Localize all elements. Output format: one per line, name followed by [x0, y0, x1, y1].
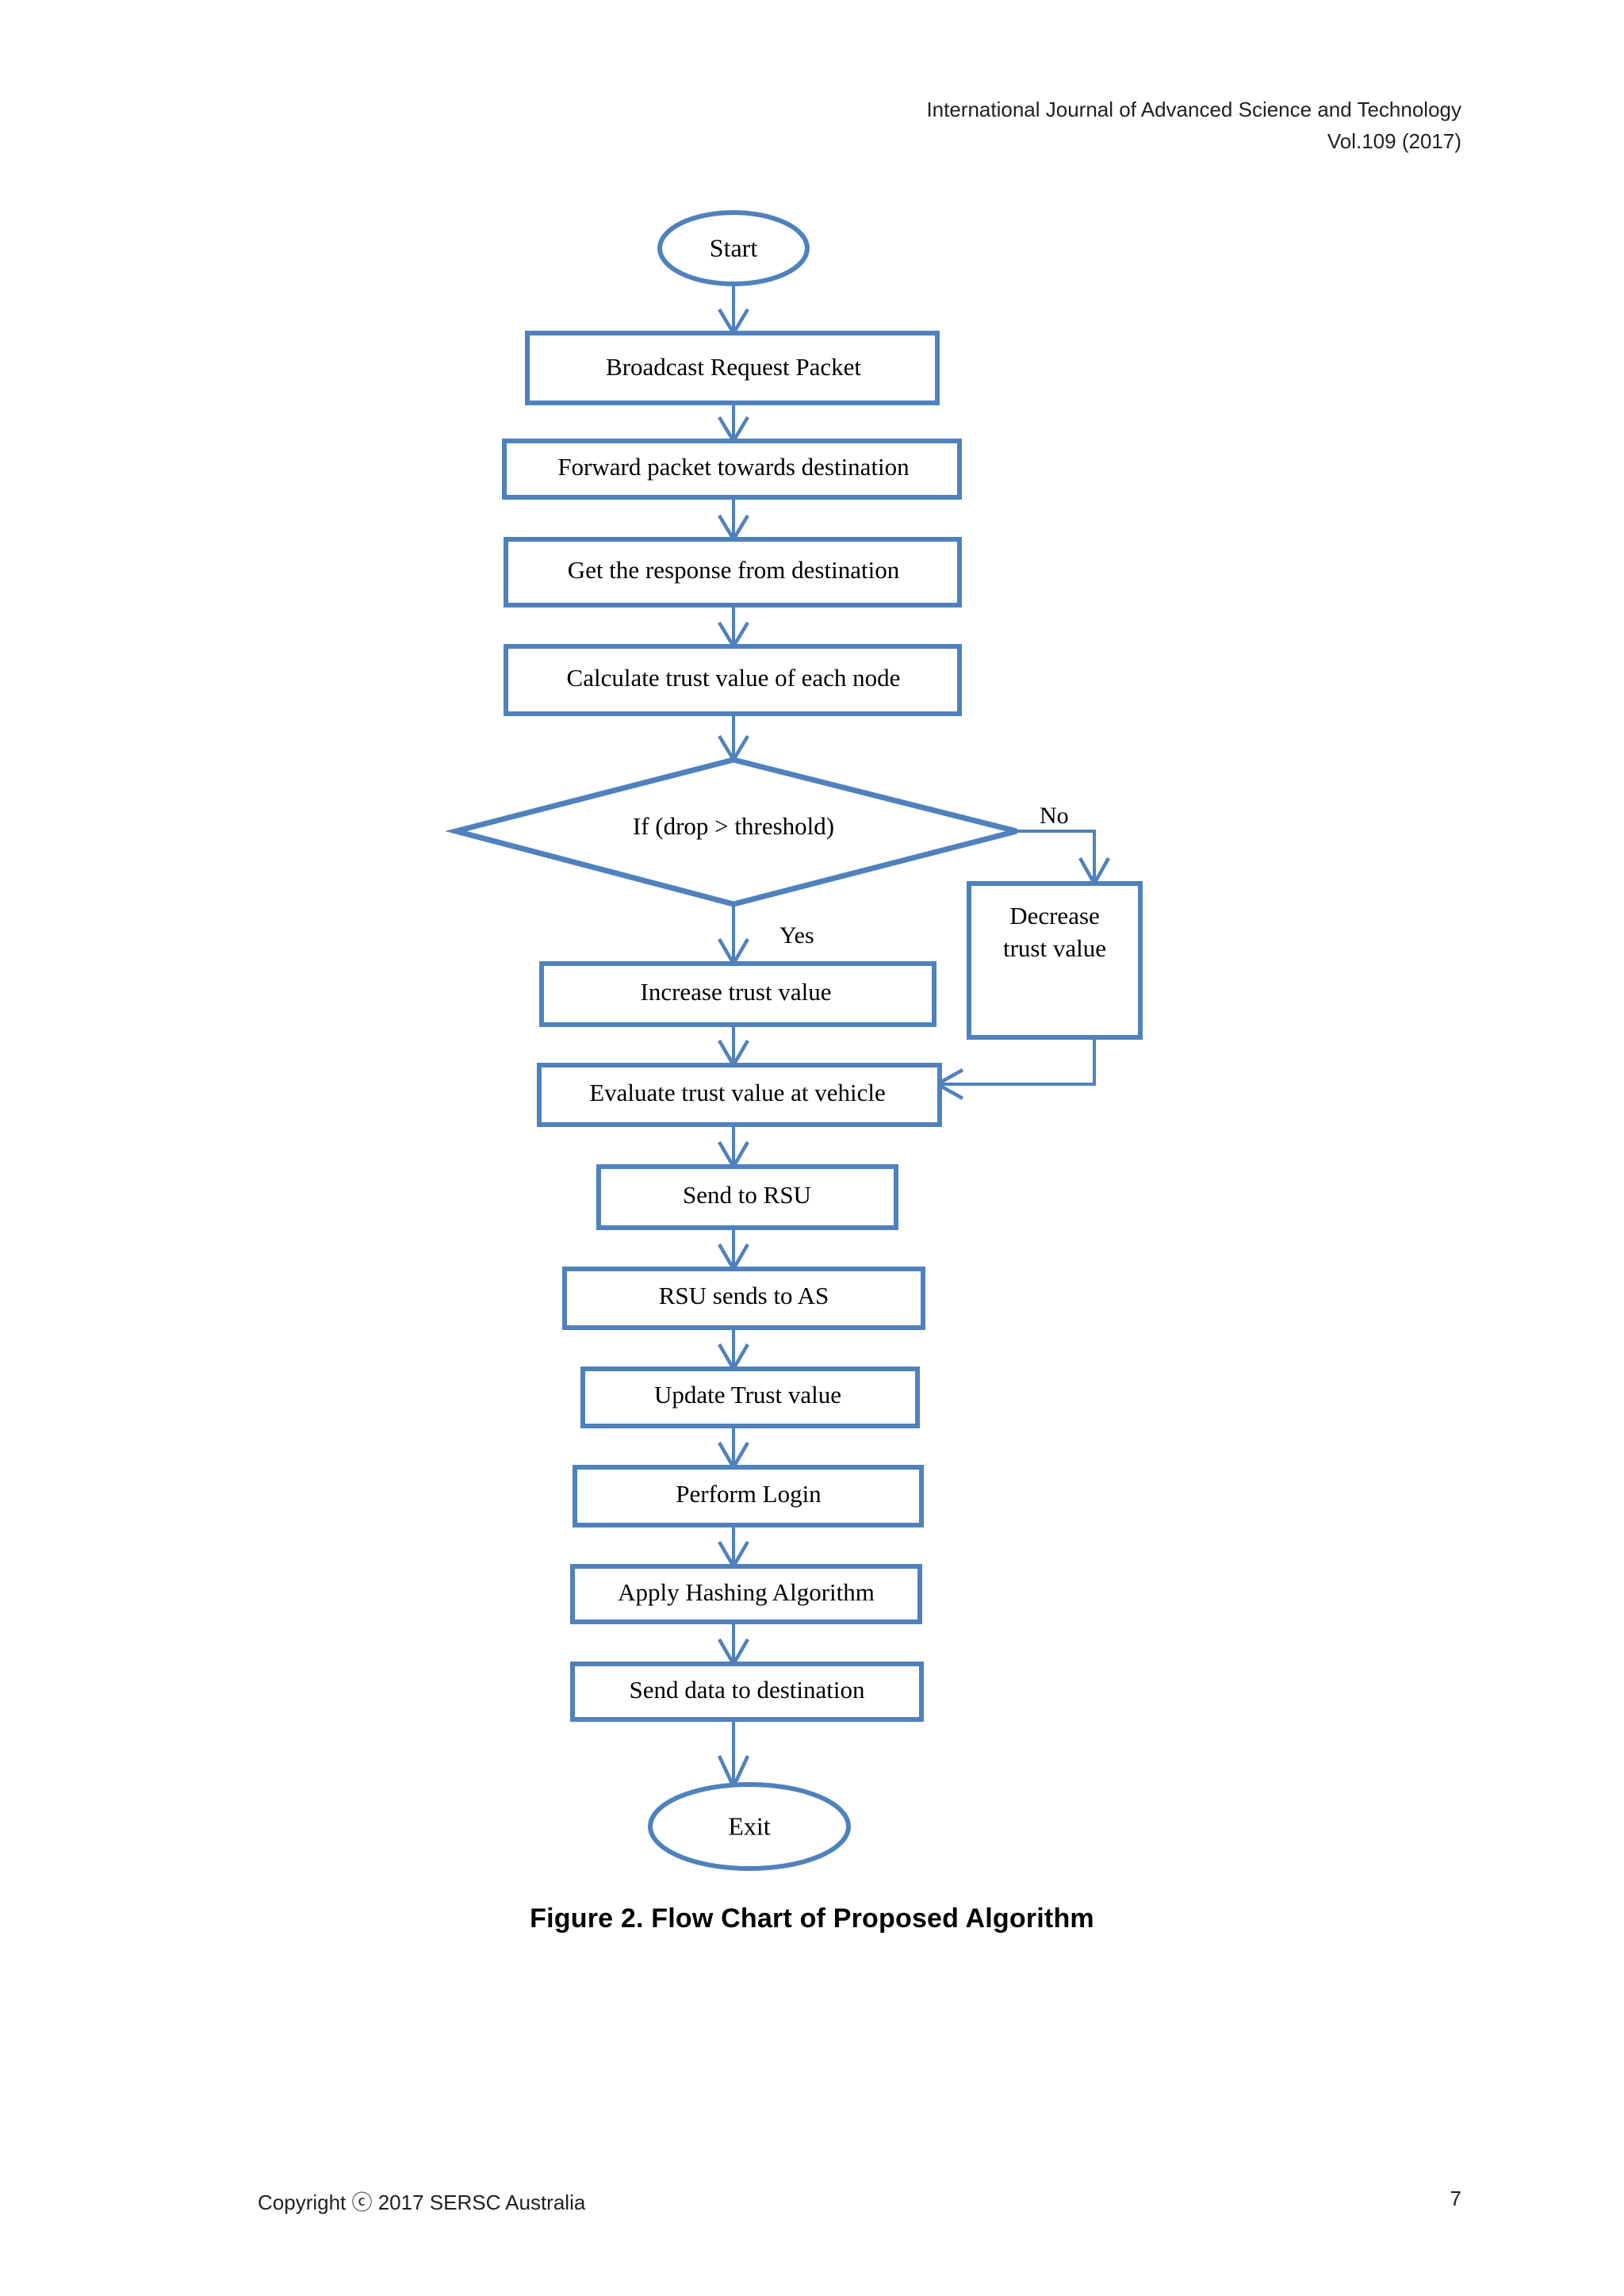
connector-updatetv-to-login — [718, 1426, 749, 1471]
node-hashing-label: Apply Hashing Algorithm — [618, 1578, 875, 1606]
node-update-trust-value[interactable]: Update Trust value — [580, 1366, 920, 1428]
node-start-label: Start — [710, 233, 758, 262]
connector-decision-to-increase — [718, 904, 749, 968]
edge-label-no: No — [1040, 803, 1069, 829]
node-updatetv-label: Update Trust value — [654, 1381, 841, 1409]
node-broadcast-label: Broadcast Request Packet — [606, 353, 861, 381]
connector-start-to-broadcast — [718, 284, 749, 337]
node-sendrsu-label: Send to RSU — [683, 1181, 811, 1209]
node-start[interactable]: Start — [657, 210, 810, 286]
node-login-label: Perform Login — [676, 1480, 822, 1508]
node-rsu-sends-to-as[interactable]: RSU sends to AS — [562, 1267, 925, 1330]
node-increase-trust-value[interactable]: Increase trust value — [539, 961, 936, 1027]
node-decrease-label-line1: Decrease — [1009, 902, 1100, 930]
connector-decrease-to-evaluate — [933, 1037, 1096, 1100]
node-get-response[interactable]: Get the response from destination — [504, 537, 962, 608]
node-calculate-label: Calculate trust value of each node — [567, 664, 901, 692]
node-perform-login[interactable]: Perform Login — [573, 1465, 924, 1527]
node-evaluate-trust-value[interactable]: Evaluate trust value at vehicle — [537, 1063, 942, 1127]
node-send-to-rsu[interactable]: Send to RSU — [596, 1164, 898, 1230]
node-increase-label: Increase trust value — [641, 978, 832, 1006]
node-decision-label: If (drop > threshold) — [633, 812, 834, 840]
node-decrease-trust-value[interactable]: Decrease trust value — [967, 881, 1143, 1040]
node-calculate-trust-value[interactable]: Calculate trust value of each node — [504, 644, 962, 716]
connector-decision-to-decrease — [1017, 830, 1110, 887]
node-evaluate-label: Evaluate trust value at vehicle — [589, 1079, 886, 1106]
copyright-notice: Copyright ⓒ 2017 SERSC Australia — [258, 2191, 586, 2214]
node-forward-label: Forward packet towards destination — [557, 453, 910, 481]
journal-title: International Journal of Advanced Scienc… — [926, 98, 1461, 121]
node-decrease-label-line2: trust value — [1003, 934, 1106, 962]
connector-getresp-to-calctrust — [718, 605, 749, 650]
node-exit-label: Exit — [728, 1811, 770, 1840]
page-number: 7 — [1450, 2187, 1461, 2210]
connector-rsuas-to-updatetv — [718, 1328, 749, 1373]
connector-hashing-to-senddata — [718, 1622, 749, 1668]
connector-increase-to-evaluate — [718, 1025, 749, 1069]
node-apply-hashing-algorithm[interactable]: Apply Hashing Algorithm — [570, 1564, 922, 1624]
node-send-data-to-destination[interactable]: Send data to destination — [570, 1662, 924, 1722]
connector-senddata-to-exit — [717, 1719, 750, 1792]
connector-login-to-hashing — [718, 1525, 749, 1570]
node-rsuas-label: RSU sends to AS — [659, 1282, 829, 1309]
node-exit[interactable]: Exit — [648, 1782, 851, 1871]
connector-evaluate-to-sendrsu — [718, 1125, 749, 1171]
page-header: International Journal of Advanced Scienc… — [926, 94, 1461, 158]
edge-label-yes: Yes — [779, 922, 814, 949]
connector-broadcast-to-forward — [718, 403, 749, 445]
flowchart-figure: Start Broadcast Request Packet Forward p… — [445, 210, 1143, 1871]
connector-calctrust-to-decision — [718, 714, 749, 764]
node-broadcast-request-packet[interactable]: Broadcast Request Packet — [525, 331, 940, 405]
connector-sendrsu-to-rsuas — [718, 1228, 749, 1273]
journal-volume: Vol.109 (2017) — [1327, 129, 1461, 154]
node-forward-packet[interactable]: Forward packet towards destination — [502, 439, 962, 500]
node-decision-drop-threshold[interactable]: If (drop > threshold) — [445, 757, 1017, 907]
connector-forward-to-getresp — [718, 497, 749, 543]
node-getresponse-label: Get the response from destination — [568, 556, 900, 584]
figure-caption: Figure 2. Flow Chart of Proposed Algorit… — [530, 1903, 1094, 1934]
node-senddata-label: Send data to destination — [629, 1676, 865, 1704]
